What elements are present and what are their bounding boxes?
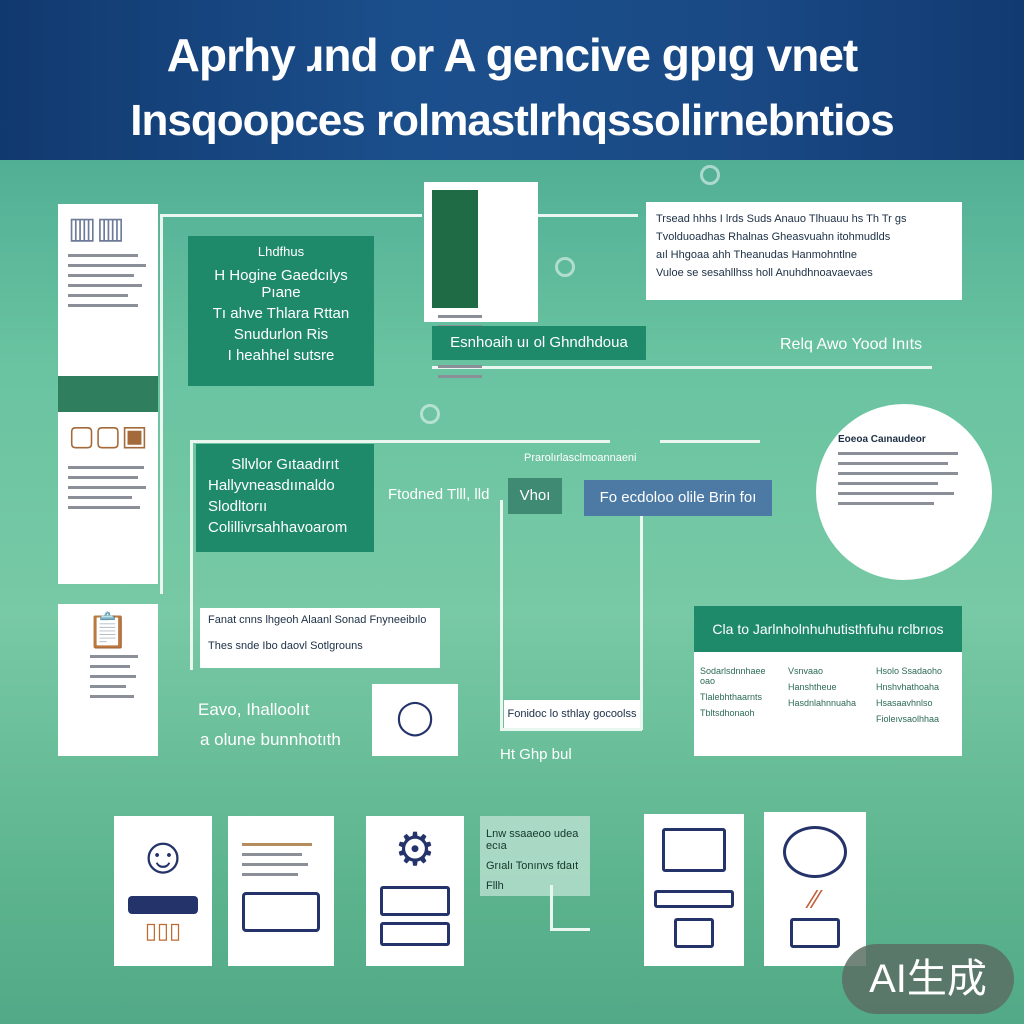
- connector-line: [550, 928, 590, 931]
- top-right-card[interactable]: Trsead hhhs I lrds Suds Anauo Tlhuauu hs…: [646, 202, 962, 300]
- monitor-label: Esnhoaih uı ol Ghndhdoua: [432, 326, 646, 360]
- node-dot: [555, 257, 575, 277]
- connector-line: [500, 728, 642, 731]
- bottom-card-laptop[interactable]: [644, 814, 744, 966]
- header-banner: Aprhy ɹnd or A gencive gpıg vnet Insqoop…: [0, 0, 1024, 160]
- pen-card[interactable]: ◯: [372, 684, 458, 756]
- vmo-box: Vhoı: [508, 478, 562, 514]
- bottom-card-list[interactable]: [228, 816, 334, 966]
- node-dot: [700, 165, 720, 185]
- page-subtitle: Insqoopces rolmastlrhqssolirnebntios: [130, 96, 894, 145]
- bottom-left-line1: Eavo, Ihalloolıt: [198, 700, 310, 719]
- small-label: Prarolırlasclmoannaeni: [524, 452, 637, 464]
- connector-line: [432, 366, 932, 369]
- monitor-icon: [783, 826, 847, 878]
- node-dot: [420, 404, 440, 424]
- monitor-icon: [432, 190, 478, 308]
- bottom-overlay-note: Lnw ssaaeoo udea ecıa Grıalı Tonınvs fda…: [480, 816, 590, 896]
- circle-checklist-card[interactable]: Eoeoa Caınaudeor: [816, 404, 992, 580]
- connector-line: [160, 214, 422, 217]
- connector-line: [190, 440, 610, 443]
- found-label: Ftodned Tlll, lld: [388, 486, 490, 503]
- document-card[interactable]: ▥▥: [58, 204, 158, 376]
- monitor-card[interactable]: [424, 182, 538, 378]
- process-sub-label: Ht Ghp bul: [500, 746, 572, 763]
- document-card[interactable]: ▢▢▣: [58, 412, 158, 584]
- connector-line: [500, 500, 503, 730]
- clipboard-icon: 📋: [86, 612, 130, 650]
- bottom-card-tools[interactable]: ⚙: [366, 816, 464, 966]
- ai-generated-badge: AI生成: [842, 944, 1014, 1014]
- document-icon: ▥▥: [68, 212, 125, 245]
- card-divider: [58, 376, 158, 412]
- connector-line: [640, 500, 643, 730]
- notes-strip[interactable]: Fanat cnns lhgeoh Alaanl Sonad Fnyneeibı…: [200, 608, 440, 668]
- tools-icon: ⚙: [394, 823, 436, 875]
- folder-icon: [242, 892, 320, 932]
- laptop-icon: [662, 828, 726, 872]
- page-title: Aprhy ɹnd or A gencive gpıg vnet: [166, 29, 858, 81]
- connector-line: [660, 440, 760, 443]
- connector-line: [550, 885, 553, 930]
- blue-label-box: Fo ecdoloo olile Brin foı: [584, 480, 772, 516]
- right-label: Relq Awo Yood Inıts: [780, 336, 923, 353]
- connector-line: [190, 440, 193, 670]
- center-info-box: Sllvlor Gıtaadırıt Hallyvneasdıınaldo Sl…: [196, 444, 374, 552]
- bottom-card-person[interactable]: ☺ ▯▯▯: [114, 816, 212, 966]
- bottom-card-monitor[interactable]: ⁄⁄: [764, 812, 866, 966]
- person-icon: ☺: [136, 827, 190, 885]
- process-caption: Fonidoc lo sthlay gocoolss: [504, 700, 640, 728]
- bottom-left-line2: a olune bunnhotıth: [200, 730, 341, 749]
- pen-icon: ◯: [395, 698, 435, 736]
- clipboard-card[interactable]: 📋: [58, 604, 158, 756]
- connector-line: [160, 214, 163, 594]
- connector-line: [538, 214, 638, 217]
- left-info-box: Lhdfhus H Hogine Gaedcılys Pıane Tı ahve…: [188, 236, 374, 386]
- document-icon: ▢▢▣: [68, 420, 148, 451]
- right-summary-card[interactable]: Cla to Jarlnholnhuhutisthfuhu rclbrıos S…: [694, 606, 962, 756]
